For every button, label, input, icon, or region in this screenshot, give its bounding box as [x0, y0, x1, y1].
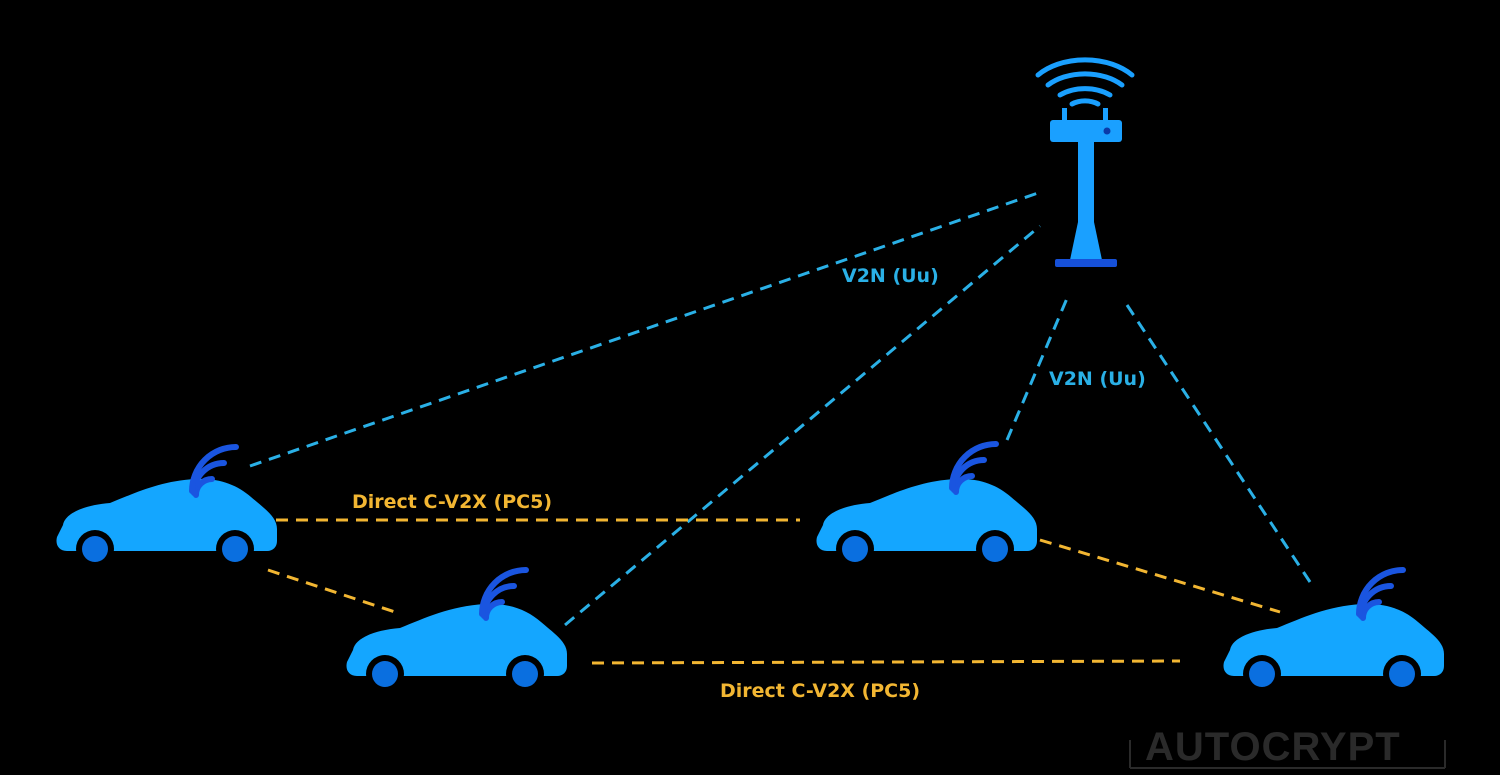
car-icon — [346, 603, 567, 693]
pc5-links — [267, 518, 1281, 665]
pc5-label-top: Direct C-V2X (PC5) — [352, 491, 552, 513]
pc5-link-1-2 — [267, 568, 396, 614]
pc5-label-bottom: Direct C-V2X (PC5) — [720, 680, 920, 702]
autocrypt-watermark: AUTOCRYPT — [1129, 725, 1446, 769]
v2n-links — [249, 191, 1314, 627]
v2n-link-vehicle-2 — [564, 224, 1041, 627]
car-icon — [56, 478, 278, 568]
v2n-link-vehicle-3 — [1005, 295, 1070, 441]
car-icon — [1223, 603, 1444, 693]
vehicle-1 — [56, 478, 278, 568]
car-icon — [816, 478, 1037, 568]
vehicle-2 — [346, 603, 567, 693]
svg-text:AUTOCRYPT: AUTOCRYPT — [1145, 725, 1401, 769]
vehicle-3 — [816, 478, 1037, 568]
v2n-link-vehicle-4 — [1125, 304, 1314, 586]
pc5-link-3-4 — [1039, 538, 1281, 614]
v2n-label-left: V2N (Uu) — [842, 265, 939, 287]
vehicle-4 — [1223, 603, 1444, 693]
v2n-label-right: V2N (Uu) — [1049, 368, 1146, 390]
pc5-link-2-4 — [591, 659, 1181, 665]
v2n-link-vehicle-1 — [249, 191, 1039, 468]
cell-tower-icon — [1035, 57, 1135, 267]
